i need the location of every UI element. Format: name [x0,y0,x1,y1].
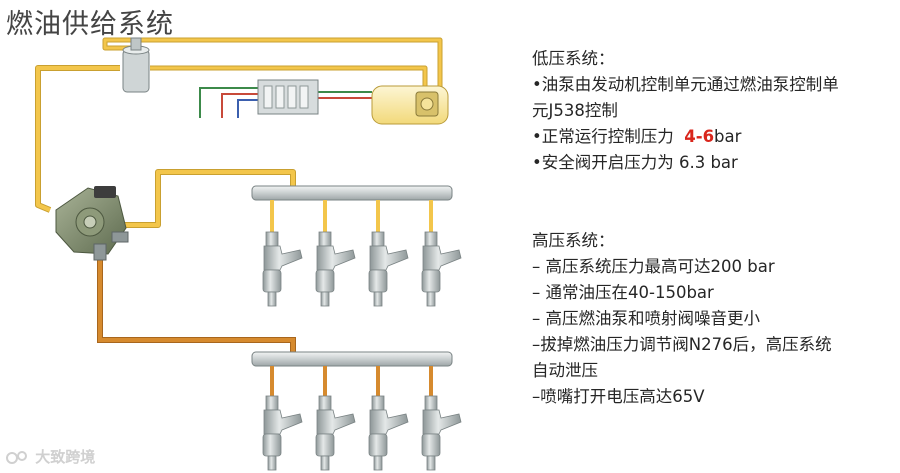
high-pressure-item: 自动泄压 [532,361,598,380]
watermark-text: 大致跨境 [35,448,96,466]
injector-icon [368,231,409,307]
high-pressure-pump-icon [55,186,129,261]
injector-icon [368,395,409,471]
high-pressure-item: –喷嘴打开电压高达65V [532,387,705,406]
page-title: 燃油供给系统 [6,9,174,40]
high-pressure-item: – 通常油压在40-150bar [532,283,714,302]
injector-icon [315,395,356,471]
high-pressure-item: – 高压燃油泵和喷射阀噪音更小 [532,309,760,328]
low-pressure-line-1: •油泵由发动机控制单元通过燃油泵控制单 [532,75,839,94]
fuel-filter-icon [122,37,150,93]
injector-icon [262,231,303,307]
low-pressure-line-2: 元J538控制 [532,101,618,120]
control-unit-icon [257,79,319,115]
description-panel: 低压系统： •油泵由发动机控制单元通过燃油泵控制单 元J538控制 •正常运行控… [532,46,897,410]
electrical-wires [199,87,372,118]
low-pressure-heading: 低压系统： [532,49,615,68]
high-pressure-line [97,258,296,352]
high-pressure-item: – 高压系统压力最高可达200 bar [532,257,775,276]
control-pressure-label: •正常运行控制压力 [532,127,674,146]
injector-icon [315,231,356,307]
injector-icon [421,395,462,471]
high-pressure-heading: 高压系统： [532,231,615,250]
watermark: 大致跨境 [6,446,95,467]
injector-icon [421,231,462,307]
lower-fuel-rail [251,351,462,471]
control-pressure-unit: bar [714,127,742,146]
low-pressure-relief: •安全阀开启压力为 6.3 bar [532,153,738,172]
upper-fuel-rail [251,185,462,307]
control-pressure-value: 4-6 [684,127,715,146]
low-pressure-control-pressure: •正常运行控制压力 4-6bar [532,124,897,150]
fuel-system-diagram [35,37,462,471]
high-pressure-item: –拔掉燃油压力调节阀N276后，高压系统 [532,335,832,354]
fuel-tank-icon [371,85,449,125]
injector-icon [262,395,303,471]
watermark-logo-icon [6,450,27,464]
low-pressure-lines [35,37,443,228]
